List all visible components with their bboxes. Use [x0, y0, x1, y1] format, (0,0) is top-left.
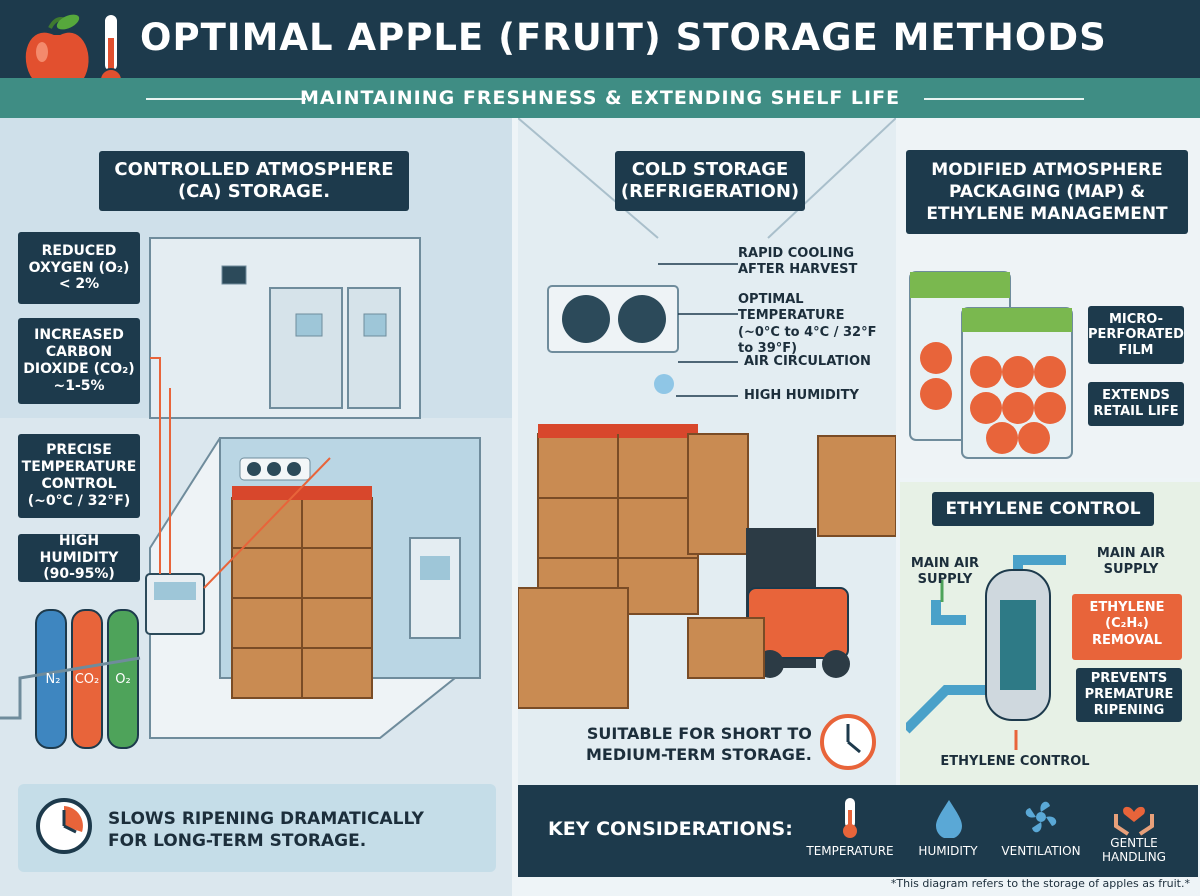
- clock-icon: [36, 798, 92, 854]
- subtitle-rule-left: [146, 98, 306, 100]
- ca-label-oxygen: REDUCED OXYGEN (O₂) < 2%: [18, 232, 140, 304]
- ethylene-title: ETHYLENE CONTROL: [932, 492, 1154, 526]
- key-ventilation: VENTILATION: [1001, 844, 1081, 858]
- key-gentle-handling: GENTLE HANDLING: [1102, 836, 1166, 865]
- page-subtitle: MAINTAINING FRESHNESS & EXTENDING SHELF …: [299, 87, 901, 109]
- ethylene-prevents-label: PREVENTS PREMATURE RIPENING: [1076, 668, 1182, 722]
- ca-illustration: [0, 118, 512, 749]
- cold-note-air-circulation: AIR CIRCULATION: [744, 354, 871, 369]
- map-label-film: MICRO- PERFORATED FILM: [1088, 306, 1184, 364]
- map-label-retail: EXTENDS RETAIL LIFE: [1088, 382, 1184, 426]
- ca-label-co2: INCREASED CARBON DIOXIDE (CO₂) ~1-5%: [18, 318, 140, 404]
- cold-note-rapid-cooling: RAPID COOLING AFTER HARVEST: [738, 246, 858, 278]
- cold-note-humidity: HIGH HUMIDITY: [744, 388, 859, 403]
- key-considerations-bar: [518, 785, 1198, 877]
- ca-label-temperature: PRECISE TEMPERATURE CONTROL (~0°C / 32°F…: [18, 434, 140, 518]
- header-bar: [0, 0, 1200, 78]
- ethylene-removal-label: ETHYLENE (C₂H₄) REMOVAL: [1072, 594, 1182, 660]
- map-title: MODIFIED ATMOSPHERE PACKAGING (MAP) & ET…: [906, 150, 1188, 234]
- cold-note-temperature: OPTIMAL TEMPERATURE (~0°C to 4°C / 32°F …: [738, 292, 877, 356]
- hands-heart-icon: [1114, 806, 1154, 836]
- ethylene-air-out: MAIN AIR SUPPLY: [1096, 546, 1166, 578]
- tank-co2-label: CO₂: [74, 672, 100, 687]
- key-temperature: TEMPERATURE: [806, 844, 894, 858]
- ca-footer-text: SLOWS RIPENING DRAMATICALLY FOR LONG-TER…: [108, 809, 424, 852]
- tank-o2-label: O₂: [115, 672, 131, 687]
- cold-title: COLD STORAGE (REFRIGERATION): [615, 151, 805, 211]
- ethylene-bottom-label: ETHYLENE CONTROL: [940, 754, 1090, 769]
- fan-icon: [1025, 801, 1057, 833]
- key-title: KEY CONSIDERATIONS:: [548, 818, 793, 840]
- ethylene-air-in: MAIN AIR SUPPLY: [910, 556, 980, 588]
- key-humidity: HUMIDITY: [918, 844, 978, 858]
- thermometer-icon: [843, 798, 857, 838]
- cold-illustration: [518, 118, 896, 709]
- ethylene-filter-illustration: [906, 555, 1066, 750]
- map-bag-illustration: [909, 271, 1073, 459]
- ca-label-humidity: HIGH HUMIDITY (90-95%): [18, 533, 140, 582]
- tank-n2-label: N₂: [45, 672, 61, 687]
- ca-footer-box: [18, 784, 496, 872]
- ca-title: CONTROLLED ATMOSPHERE (CA) STORAGE.: [99, 151, 409, 211]
- page-title: OPTIMAL APPLE (FRUIT) STORAGE METHODS: [140, 16, 1107, 59]
- droplet-icon: [936, 800, 962, 838]
- footnote: *This diagram refers to the storage of a…: [890, 877, 1190, 890]
- clock-icon-cold: [820, 714, 876, 770]
- subtitle-rule-right: [924, 98, 1084, 100]
- cold-footer-text: SUITABLE FOR SHORT TO MEDIUM-TERM STORAG…: [586, 724, 812, 764]
